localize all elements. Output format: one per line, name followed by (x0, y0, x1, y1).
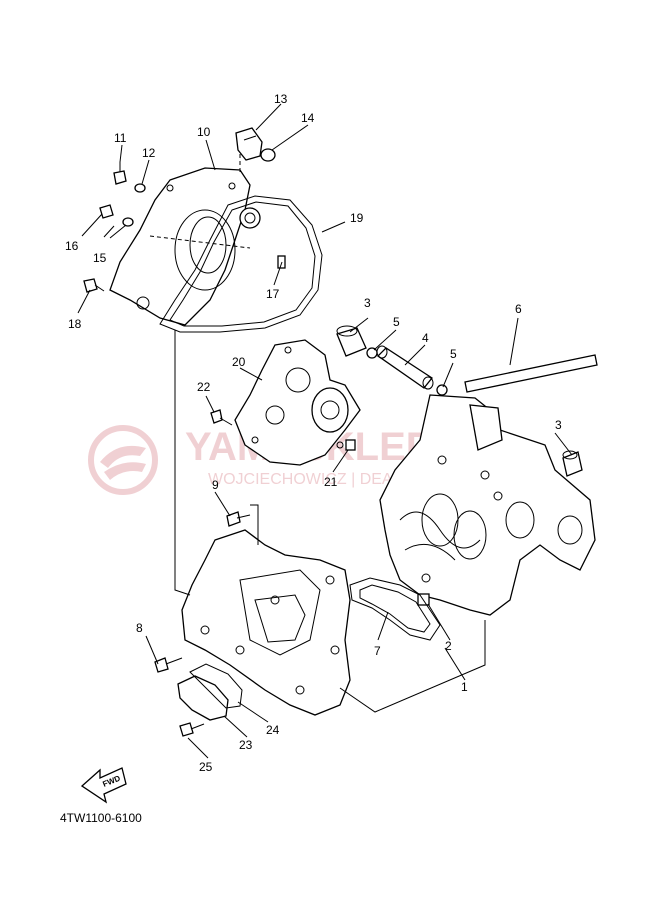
dowel-21 (345, 439, 356, 451)
bolt-16 (99, 204, 114, 219)
bolt-11 (113, 162, 127, 185)
cover-plate-23 (177, 675, 229, 721)
callout-1: 1 (461, 680, 468, 694)
diagram-code: 4TW1100-6100 (60, 811, 142, 825)
fwd-arrow-icon: FWD (80, 767, 127, 804)
o-ring-14 (260, 148, 276, 162)
callout-7: 7 (374, 644, 381, 658)
callout-19: 19 (350, 211, 364, 225)
callout-18: 18 (68, 317, 82, 331)
washer-15 (122, 217, 134, 227)
callout-14: 14 (301, 111, 315, 125)
callout-24: 24 (266, 723, 280, 737)
callout-25: 25 (199, 760, 213, 774)
o-ring-5a (366, 347, 378, 359)
hose-6 (464, 354, 598, 393)
leader-lines (77, 103, 573, 759)
callout-16: 16 (65, 239, 79, 253)
callout-21: 21 (324, 475, 338, 489)
callout-15: 15 (93, 251, 107, 265)
callout-9: 9 (212, 478, 219, 492)
bolt-9 (226, 511, 251, 527)
grouping-line (174, 330, 486, 713)
callout-13: 13 (274, 92, 288, 106)
collar-3a (336, 325, 367, 357)
cover-dashed-axes (149, 140, 251, 249)
gasket-7 (349, 577, 441, 641)
callout-10: 10 (197, 125, 211, 139)
bolt-25 (179, 722, 205, 737)
pipe-4 (376, 345, 434, 390)
callout-2: 2 (445, 639, 452, 653)
bolt-8 (154, 657, 183, 673)
callout-17: 17 (266, 287, 280, 301)
crankcase-right-1 (379, 394, 596, 616)
washer-12 (134, 183, 146, 193)
callout-labels: 1 2 3 3 4 5 5 6 7 8 9 10 11 12 13 14 15 … (65, 92, 562, 774)
callout-3b: 3 (555, 418, 562, 432)
callout-23: 23 (239, 738, 253, 752)
sensor-13 (235, 127, 263, 161)
callout-6: 6 (515, 302, 522, 316)
collar-3b (562, 450, 583, 477)
callout-11: 11 (114, 131, 127, 145)
crankcase-left (181, 529, 351, 716)
watermark-logo-icon (88, 425, 158, 495)
callout-8: 8 (136, 621, 143, 635)
bolt-22 (210, 409, 233, 426)
callout-20: 20 (232, 355, 246, 369)
crankcase-cover-10 (109, 167, 251, 326)
pump-plate-20 (234, 339, 361, 466)
callout-4: 4 (422, 331, 429, 345)
callout-3a: 3 (364, 296, 371, 310)
callout-12: 12 (142, 146, 156, 160)
o-ring-5b (436, 384, 448, 396)
bolt-18 (83, 278, 105, 293)
callout-22: 22 (197, 380, 211, 394)
callout-5b: 5 (450, 347, 457, 361)
callout-5a: 5 (393, 315, 400, 329)
gasket-24 (189, 663, 243, 709)
